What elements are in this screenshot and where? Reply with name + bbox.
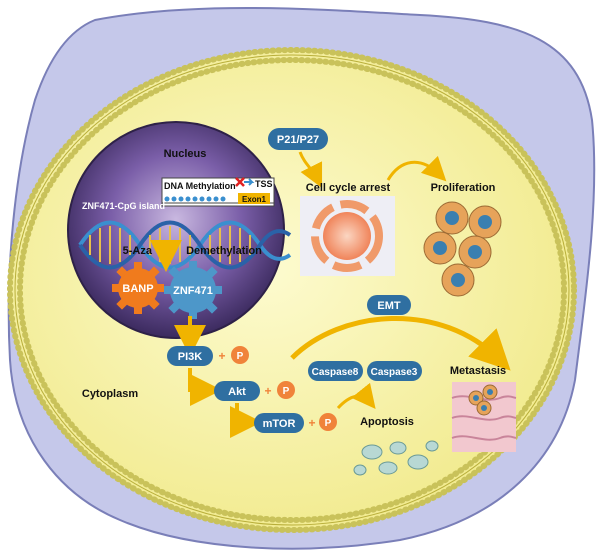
arrested-cell [323, 212, 371, 260]
akt-phospho [277, 381, 295, 399]
arrow-emt-to-metastasis [290, 316, 511, 371]
p21-p27-pill [268, 128, 328, 150]
proliferation-label: Proliferation [431, 182, 496, 194]
apoptotic-bodies [353, 440, 439, 476]
akt-plus: + [264, 384, 271, 398]
cell-membrane-line [14, 54, 570, 526]
cpg-sites [164, 196, 226, 202]
caspase3-label: Caspase3 [371, 367, 418, 378]
pi3k-phospho [231, 346, 249, 364]
nucleus-label: Nucleus [164, 148, 207, 160]
exon1-box [238, 193, 270, 204]
pi3k-phospho-label: P [237, 351, 244, 362]
arrow-to-proliferation [386, 155, 447, 182]
caspase8-label: Caspase8 [312, 367, 359, 378]
arrow-akt-to-mtor [230, 403, 262, 438]
cell-membrane-outer [7, 47, 577, 533]
mtor-phospho [319, 413, 337, 431]
dna-strand-2 [78, 220, 292, 270]
cell-membrane-inner [17, 57, 567, 523]
arrow-to-arrest [298, 151, 323, 189]
demethylation-label: Demethylation [186, 245, 262, 257]
cytoplasm-label: Cytoplasm [82, 388, 138, 400]
caspase8-pill [308, 361, 363, 381]
apoptosis-label: Apoptosis [360, 416, 414, 428]
tss-arrow-icon [244, 178, 255, 186]
block-x-icon [235, 177, 245, 187]
emt-label: EMT [377, 300, 401, 312]
dna-methylation-label: DNA Methylation [164, 181, 236, 191]
mtor-plus: + [308, 416, 315, 430]
mtor-phospho-label: P [325, 418, 332, 429]
znf471-gear [164, 261, 222, 319]
znf471-label: ZNF471 [173, 285, 213, 297]
metastasis-tissue [451, 382, 517, 452]
cpg-island-label: ZNF471-CpG island [82, 201, 165, 211]
metastasis-label: Metastasis [450, 365, 506, 377]
pi3k-plus: + [218, 349, 225, 363]
proliferating-cells [423, 201, 502, 297]
cell-cycle-arrest-label: Cell cycle arrest [306, 182, 391, 194]
caspase3-pill [367, 361, 422, 381]
banp-label: BANP [122, 283, 153, 295]
akt-label: Akt [228, 386, 246, 398]
emt-pill [367, 295, 411, 315]
mtor-pill [254, 413, 304, 433]
tss-label: TSS [255, 179, 273, 189]
mtor-label: mTOR [263, 418, 296, 430]
exon1-label: Exon1 [242, 195, 267, 204]
akt-pill [214, 381, 260, 401]
arrow-pi3k-to-akt [188, 368, 222, 406]
arrow-to-apoptosis [336, 382, 376, 410]
pi3k-label: PI3K [178, 351, 203, 363]
p21-p27-label: P21/P27 [277, 134, 319, 146]
aza-label: 5-Aza [123, 245, 153, 257]
akt-phospho-label: P [283, 386, 290, 397]
pi3k-pill [167, 346, 213, 366]
cell-cycle-icon [311, 200, 383, 272]
